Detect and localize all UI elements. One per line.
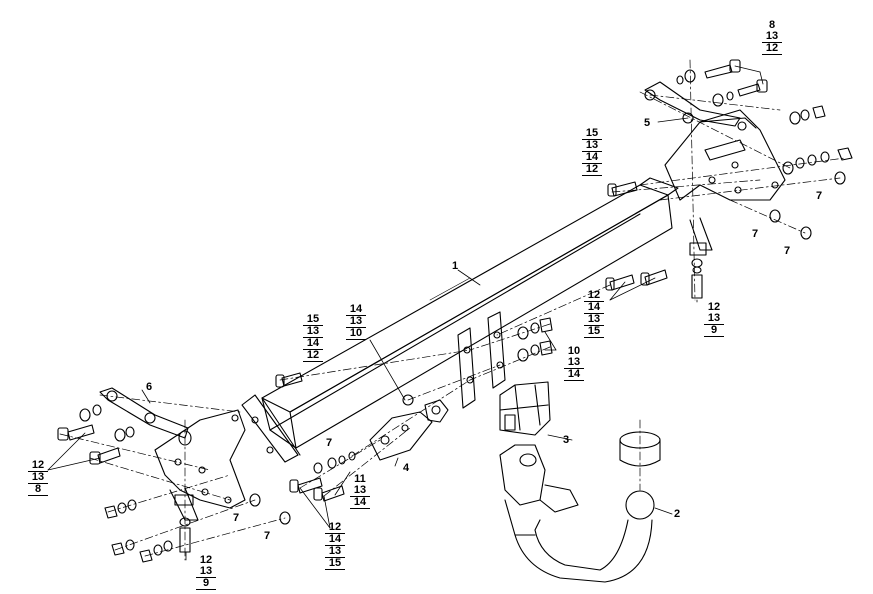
- part-label-7-left-b: 7: [264, 530, 271, 542]
- callout-item: 11: [354, 473, 366, 485]
- part-label-3: 3: [563, 434, 570, 446]
- callout-15-13-14-12-right: 15 13 14 12: [582, 128, 602, 176]
- callout-item: 13: [704, 313, 724, 325]
- part-label-7-right-a: 7: [816, 190, 823, 202]
- part-label-1: 1: [452, 260, 459, 272]
- left-lower-bolts: [275, 372, 356, 502]
- callout-item: 12: [303, 350, 323, 362]
- callout-10-13-14: 10 13 14: [564, 346, 584, 381]
- callout-item: 13: [196, 566, 216, 578]
- callout-item: 13: [350, 485, 370, 497]
- callout-item: 14: [564, 369, 584, 381]
- callout-item: 9: [704, 325, 724, 337]
- callout-item: 14: [582, 152, 602, 164]
- part-label-7-centre: 7: [326, 437, 333, 449]
- right-top-bolts: [676, 59, 768, 107]
- callout-item: 13: [584, 314, 604, 326]
- part-label-5: 5: [644, 117, 651, 129]
- part-label-6: 6: [146, 381, 153, 393]
- left-top-plate: [99, 387, 192, 446]
- part-label-2: 2: [674, 508, 681, 520]
- callout-item: 12: [707, 301, 721, 313]
- right-side-fasteners: [689, 105, 853, 299]
- callout-item: 15: [582, 128, 602, 140]
- callout-item: 12: [199, 554, 213, 566]
- callout-item: 15: [584, 326, 604, 338]
- callout-12-13-8: 12 13 8: [28, 460, 48, 496]
- right-mounting-bracket: [664, 109, 786, 251]
- callout-item: 8: [768, 19, 776, 31]
- callout-item: 10: [567, 345, 581, 357]
- left-bolts: [57, 404, 135, 465]
- callout-12-13-9-right: 12 13 9: [704, 302, 724, 337]
- construction-lines: [59, 59, 846, 561]
- callout-item: 14: [350, 497, 370, 509]
- callout-item: 12: [584, 290, 604, 302]
- callout-item: 15: [325, 558, 345, 570]
- callout-12-14-13-15-left: 12 14 13 15: [325, 522, 345, 570]
- callout-8-13-12: 8 13 12: [762, 20, 782, 55]
- callout-item: 14: [325, 534, 345, 546]
- right-top-plate: [644, 81, 741, 127]
- callout-item: 13: [346, 316, 366, 328]
- callout-item: 12: [325, 522, 345, 534]
- callout-12-14-13-15-right: 12 14 13 15: [584, 290, 604, 338]
- callout-item: 14: [584, 302, 604, 314]
- callout-item: 13: [325, 546, 345, 558]
- callout-item: 12: [582, 164, 602, 176]
- part-label-7-left-a: 7: [233, 512, 240, 524]
- tow-ball-assembly: [499, 431, 661, 583]
- callout-item: 8: [28, 484, 48, 496]
- part-label-4: 4: [403, 462, 410, 474]
- part-label-7-right-b: 7: [752, 228, 759, 240]
- left-lower-fasteners: [104, 493, 291, 563]
- centre-mounting-plates: [457, 311, 553, 409]
- callout-15-13-14-12-left: 15 13 14 12: [303, 314, 323, 362]
- callout-item: 14: [346, 304, 366, 316]
- socket-plate: [369, 394, 449, 461]
- callout-item: 15: [303, 314, 323, 326]
- left-mounting-bracket: [154, 409, 246, 521]
- callout-item: 13: [303, 326, 323, 338]
- callout-item: 10: [346, 328, 366, 340]
- leader-lines: [47, 65, 764, 561]
- callout-item: 13: [582, 140, 602, 152]
- callout-14-13-10: 14 13 10: [346, 304, 366, 340]
- callout-item: 13: [762, 31, 782, 43]
- main-crossbeam: [261, 177, 679, 449]
- callout-item: 13: [564, 357, 584, 369]
- callout-item: 14: [303, 338, 323, 350]
- callout-item: 12: [762, 43, 782, 55]
- callout-item: 13: [28, 472, 48, 484]
- callout-11-13-14: 11 13 14: [350, 474, 370, 509]
- callout-item: 12: [28, 460, 48, 472]
- electrical-socket: [499, 381, 551, 436]
- left-beam-end: [241, 394, 301, 463]
- callout-item: 9: [196, 578, 216, 590]
- callout-12-13-9-left: 12 13 9: [196, 555, 216, 590]
- part-label-7-right-c: 7: [784, 245, 791, 257]
